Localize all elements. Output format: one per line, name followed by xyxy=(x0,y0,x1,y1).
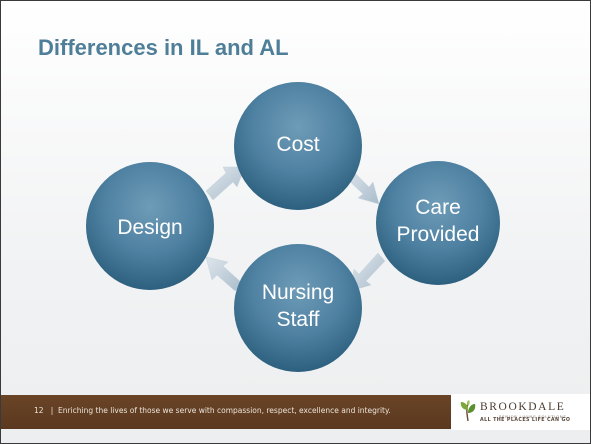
footer-separator: | xyxy=(50,406,54,415)
node-cost: Cost xyxy=(234,82,362,210)
logo-subtitle: SENIOR LIVING SOLUTIONS xyxy=(499,414,567,419)
node-design-circle xyxy=(86,162,214,290)
brookdale-logo: BROOKDALE SENIOR LIVING SOLUTIONS ALL TH… xyxy=(451,394,590,430)
node-care-provided-label-line1: Care xyxy=(415,196,461,219)
page-number: 12 xyxy=(34,406,44,415)
leaf-icon xyxy=(460,400,476,422)
logo-tagline: ALL THE PLACES LIFE CAN GO xyxy=(480,418,571,423)
node-nursing-staff-label-line2: Staff xyxy=(277,308,320,331)
node-design-label: Design xyxy=(117,216,182,239)
node-nursing-staff: Nursing Staff xyxy=(234,244,362,372)
arrow-nursing-to-design xyxy=(205,256,243,292)
slide-title: Differences in IL and AL xyxy=(38,35,289,60)
node-nursing-staff-label-line1: Nursing xyxy=(262,281,334,304)
node-cost-label: Cost xyxy=(276,133,319,156)
footer-bar: 12 | Enriching the lives of those we ser… xyxy=(1,395,487,429)
node-nursing-staff-circle xyxy=(234,244,362,372)
footer-tagline: Enriching the lives of those we serve wi… xyxy=(58,406,391,415)
node-care-provided: Care Provided xyxy=(376,161,500,285)
footer-text: 12 | Enriching the lives of those we ser… xyxy=(34,406,391,415)
node-care-provided-circle xyxy=(376,161,500,285)
logo-brand: BROOKDALE xyxy=(480,401,566,413)
arrow-design-to-cost xyxy=(205,166,246,201)
node-cost-circle xyxy=(234,82,362,210)
node-design: Design xyxy=(86,162,214,290)
node-care-provided-label-line2: Provided xyxy=(397,223,480,246)
